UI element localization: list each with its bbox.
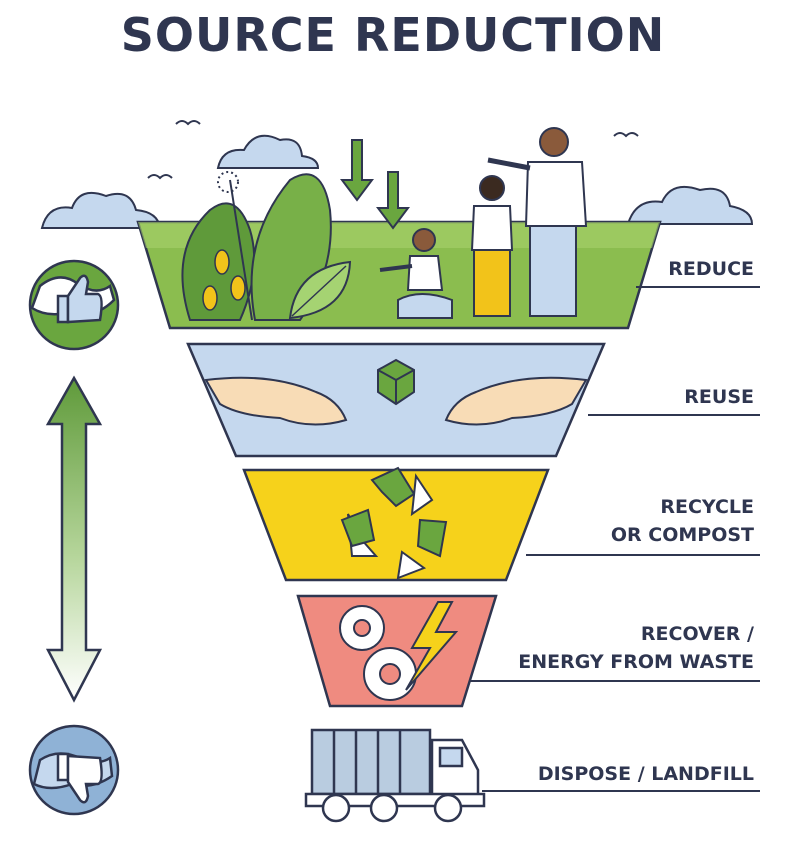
reuse-layer — [186, 342, 606, 458]
garbage-truck-icon — [304, 728, 486, 823]
page-title: SOURCE REDUCTION — [120, 8, 666, 62]
reduce-layer — [136, 127, 662, 330]
level-label-reuse: REUSE — [684, 386, 754, 408]
level-rule-dispose — [482, 790, 760, 792]
cube-icon — [377, 358, 415, 406]
lightning-icon — [405, 601, 459, 691]
double-arrow-icon — [45, 375, 103, 703]
recover-layer — [296, 594, 498, 708]
bird-icon — [147, 120, 639, 180]
gear-icon — [339, 605, 417, 701]
level-label-recycle: RECYCLE OR COMPOST — [610, 496, 754, 546]
level-label-recover: RECOVER / ENERGY FROM WASTE — [518, 623, 754, 673]
recycle-layer — [242, 466, 550, 582]
level-rule-recover — [470, 680, 760, 682]
level-label-reduce: REDUCE — [668, 258, 754, 280]
level-rule-reuse — [588, 414, 760, 416]
level-rule-reduce — [636, 286, 760, 288]
level-label-dispose: DISPOSE / LANDFILL — [537, 763, 754, 785]
cloud-icon — [40, 134, 754, 229]
globe-thumbs-up-icon — [28, 259, 120, 351]
level-rule-recycle — [526, 554, 760, 556]
globe-thumbs-down-icon — [28, 724, 120, 816]
recycle-icon — [340, 466, 448, 580]
